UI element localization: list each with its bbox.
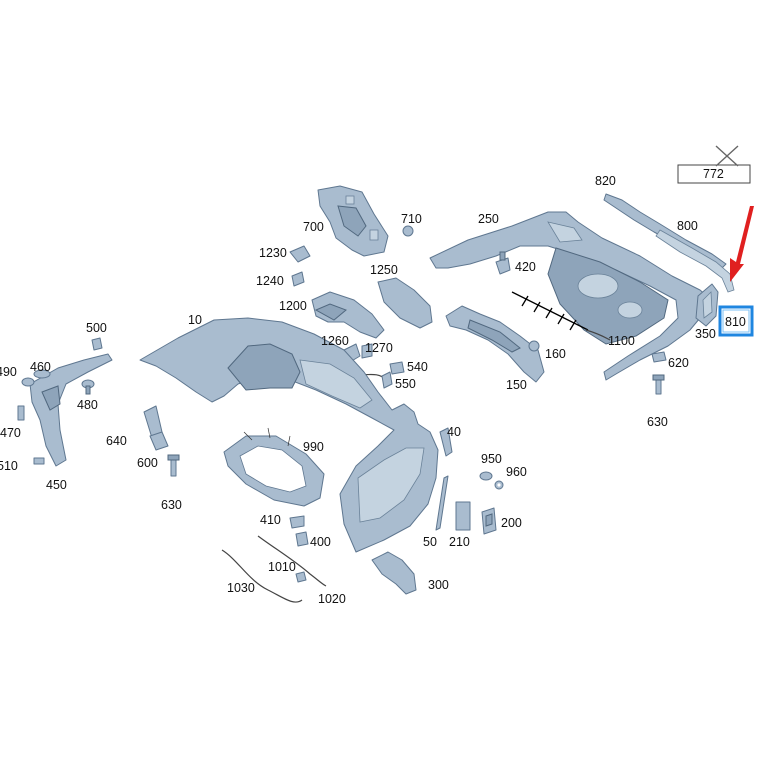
part-160-grommet	[528, 340, 540, 352]
label-950: 950	[481, 452, 502, 466]
part-460-cap	[33, 369, 51, 379]
label-620: 620	[668, 356, 689, 370]
label-150: 150	[506, 378, 527, 392]
label-160: 160	[545, 347, 566, 361]
part-400-clip	[295, 531, 309, 547]
part-630-bolt-left	[167, 454, 180, 477]
part-150-bracket	[445, 305, 545, 383]
part-990-frame	[223, 427, 325, 507]
label-700: 700	[303, 220, 324, 234]
part-410-clip	[289, 515, 305, 529]
label-300: 300	[428, 578, 449, 592]
part-950-grommet	[479, 471, 493, 481]
label-630-left: 630	[161, 498, 182, 512]
part-1270-sensor	[361, 343, 373, 359]
part-480-clip	[81, 379, 95, 395]
label-1100: 1100	[608, 334, 635, 348]
label-1270: 1270	[365, 341, 393, 355]
label-460: 460	[30, 360, 51, 374]
label-1230: 1230	[259, 246, 287, 260]
label-630-right: 630	[647, 415, 668, 429]
part-350-reflector	[695, 283, 719, 327]
part-1240-clip	[291, 271, 305, 287]
label-200: 200	[501, 516, 522, 530]
part-200-bracket	[481, 507, 497, 535]
label-50: 50	[423, 535, 437, 549]
part-500-clip	[91, 337, 103, 351]
label-470: 470	[0, 426, 21, 440]
part-50-strip	[435, 475, 449, 531]
label-1260: 1260	[321, 334, 349, 348]
part-450-side-bracket	[29, 353, 113, 467]
label-550: 550	[395, 377, 416, 391]
label-990: 990	[303, 440, 324, 454]
part-1230-clip	[289, 245, 311, 263]
label-510: 510	[0, 459, 18, 473]
label-640: 640	[106, 434, 127, 448]
part-510-bolt	[33, 457, 45, 465]
label-490: 490	[0, 365, 17, 379]
label-800: 800	[677, 219, 698, 233]
part-800-trim-strip	[655, 229, 735, 293]
label-710: 710	[401, 212, 422, 226]
label-40: 40	[447, 425, 461, 439]
label-960: 960	[506, 465, 527, 479]
red-pointer-arrow-icon	[730, 206, 754, 282]
label-1240: 1240	[256, 274, 284, 288]
part-600-bracket	[149, 431, 169, 451]
label-1010: 1010	[268, 560, 296, 574]
part-630-bolt-right	[652, 374, 665, 395]
part-1250-plate	[377, 277, 433, 329]
part-710-grommet	[402, 225, 414, 237]
part-540-clip	[389, 361, 405, 375]
label-600: 600	[137, 456, 158, 470]
label-250: 250	[478, 212, 499, 226]
part-10-bumper-cover	[139, 317, 439, 553]
label-450: 450	[46, 478, 67, 492]
label-540: 540	[407, 360, 428, 374]
part-1030-wire	[221, 549, 303, 603]
part-300-bracket	[371, 551, 417, 595]
label-420: 420	[515, 260, 536, 274]
part-420-clip	[495, 251, 511, 275]
part-1010-wire	[257, 535, 327, 587]
label-1020: 1020	[318, 592, 346, 606]
part-1200-cover	[311, 291, 385, 339]
label-772: 772	[703, 167, 724, 181]
label-480: 480	[77, 398, 98, 412]
part-470-clip	[17, 405, 25, 421]
label-820: 820	[595, 174, 616, 188]
part-490-cap	[21, 377, 35, 387]
highlight-box-810	[718, 305, 754, 337]
part-1100-harness-hatch	[511, 291, 611, 341]
part-620-clip	[651, 351, 667, 363]
label-350: 350	[695, 327, 716, 341]
part-210-module	[455, 501, 471, 531]
part-40-clip	[439, 427, 453, 457]
label-10: 10	[188, 313, 202, 327]
label-1200: 1200	[279, 299, 307, 313]
part-700-bracket	[317, 185, 389, 257]
label-810[interactable]: 810	[725, 315, 746, 329]
part-772-box	[677, 145, 751, 184]
callout-labels: 10 40 50 150 160 200 210 250 300 350 400…	[0, 167, 746, 606]
part-960-seal	[494, 480, 504, 490]
label-400: 400	[310, 535, 331, 549]
label-210: 210	[449, 535, 470, 549]
label-1250: 1250	[370, 263, 398, 277]
label-410: 410	[260, 513, 281, 527]
part-1020-connector	[295, 571, 307, 583]
label-500: 500	[86, 321, 107, 335]
label-1030: 1030	[227, 581, 255, 595]
